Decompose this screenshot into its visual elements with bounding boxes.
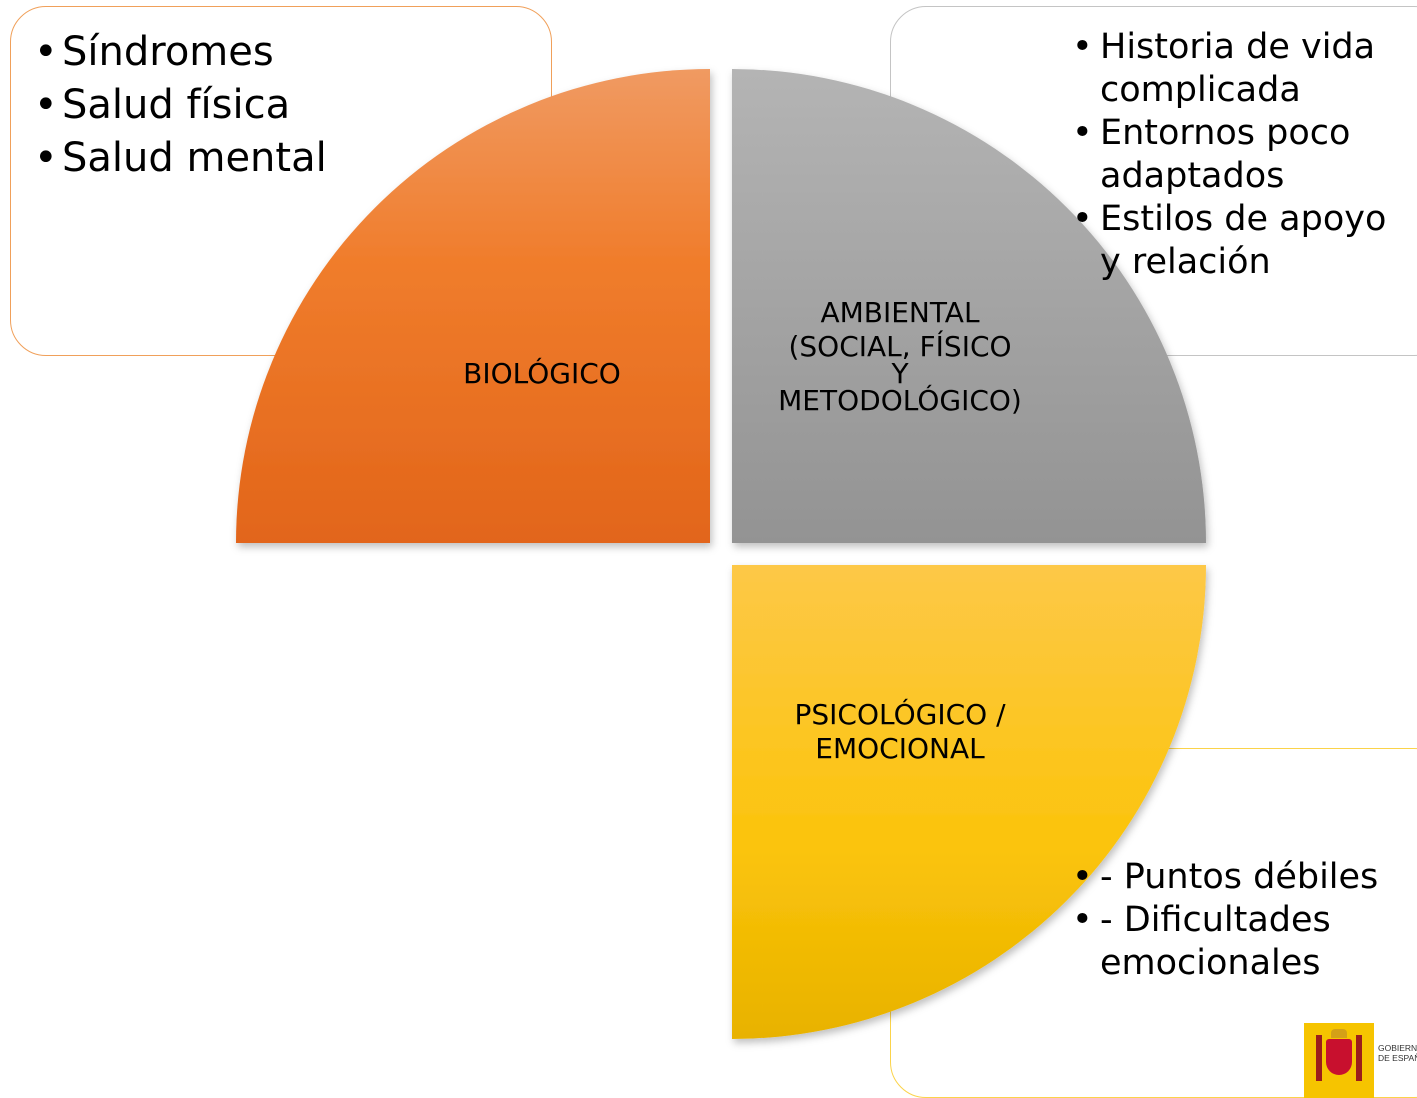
psicologico-label: PSICOLÓGICO / EMOCIONAL	[744, 698, 1056, 766]
ambiental-label: AMBIENTAL (SOCIAL, FÍSICO Y METODOLÓGICO…	[744, 296, 1056, 418]
biologico-label-text: BIOLÓGICO	[463, 357, 621, 390]
psicologico-quadrant	[732, 565, 1206, 1039]
logo-line: GOBIERNO	[1378, 1043, 1417, 1053]
list-item: - Puntos débiles	[1072, 856, 1417, 899]
psicologico-label-line: EMOCIONAL	[815, 732, 985, 765]
ambiental-list: Historia de vida complicada Entornos poc…	[1072, 26, 1417, 284]
crown-icon	[1331, 1029, 1347, 1038]
coat-of-arms-icon	[1326, 1039, 1352, 1075]
list-item: Estilos de apoyo y relación	[1072, 198, 1417, 284]
list-item: Historia de vida complicada	[1072, 26, 1417, 112]
list-item: - Dificultades emocionales	[1072, 899, 1417, 985]
list-item: Salud mental	[34, 132, 327, 185]
gobierno-logo: GOBIERNO DE ESPAÑA	[1304, 1023, 1417, 1098]
pillar-icon	[1356, 1035, 1362, 1081]
biologico-label: BIOLÓGICO	[402, 357, 682, 391]
list-item: Síndromes	[34, 26, 327, 79]
psicologico-label-line: PSICOLÓGICO /	[794, 698, 1006, 731]
biologico-quadrant	[236, 69, 710, 543]
logo-text: GOBIERNO DE ESPAÑA	[1378, 1043, 1417, 1063]
ambiental-label-line: (SOCIAL, FÍSICO	[788, 330, 1012, 363]
biologico-list: Síndromes Salud física Salud mental	[34, 26, 327, 185]
list-item: Entornos poco adaptados	[1072, 112, 1417, 198]
ambiental-label-line: AMBIENTAL	[820, 296, 980, 329]
ambiental-quadrant	[732, 69, 1206, 543]
logo-line: DE ESPAÑA	[1378, 1053, 1417, 1063]
ambiental-label-line: METODOLÓGICO)	[778, 384, 1022, 417]
psicologico-list: - Puntos débiles - Dificultades emociona…	[1072, 856, 1417, 985]
pillar-icon	[1316, 1035, 1322, 1081]
list-item: Salud física	[34, 79, 327, 132]
ambiental-label-line: Y	[891, 357, 909, 390]
